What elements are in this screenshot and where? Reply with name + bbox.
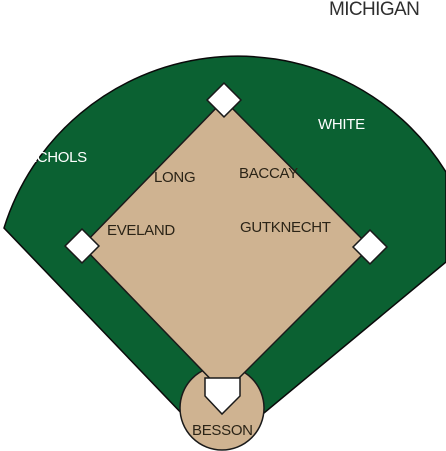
player-right-field: WHITE <box>318 117 365 132</box>
player-catcher: BESSON <box>192 423 253 438</box>
player-first-base: GUTKNECHT <box>240 220 331 235</box>
player-shortstop: LONG <box>154 170 195 185</box>
player-center-field: FOERSTER <box>188 23 267 38</box>
player-third-base: EVELAND <box>107 223 175 238</box>
player-second-base: BACCAY <box>239 166 298 181</box>
player-left-field: ECHOLS <box>27 150 87 165</box>
team-title: MICHIGAN <box>329 0 419 19</box>
